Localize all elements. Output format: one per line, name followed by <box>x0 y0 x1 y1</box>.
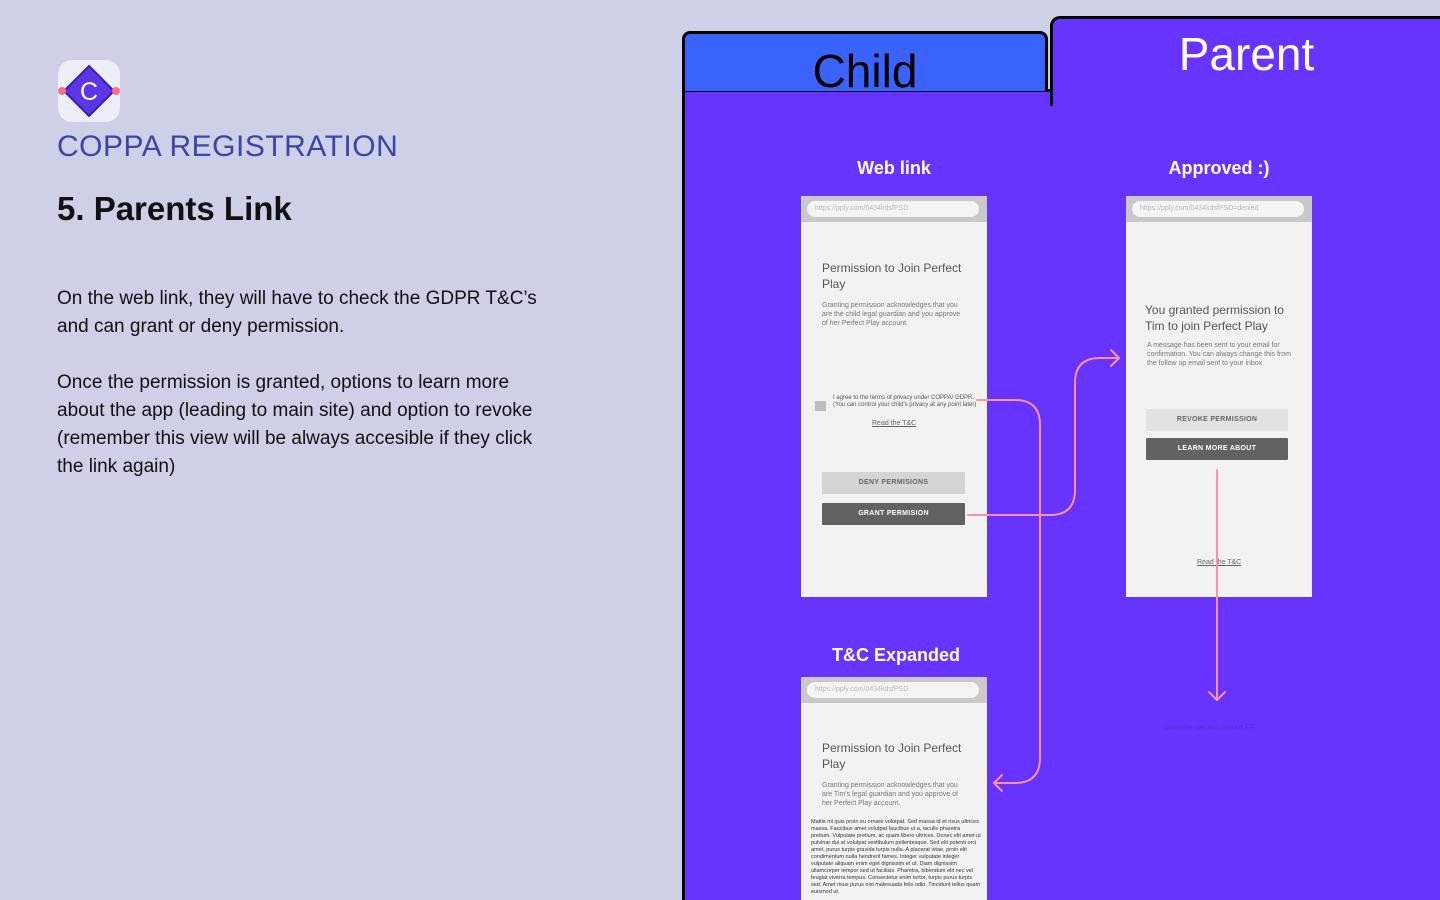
revoke-permission-button[interactable]: REVOKE PERMISSION <box>1146 409 1288 431</box>
app-logo: C <box>58 60 120 122</box>
browser-bar: https://pply.com/0434kdsfPSD=denied <box>1126 196 1312 222</box>
logo-letter: C <box>80 78 98 106</box>
weblink-subtitle: Granting permission acknowledges that yo… <box>822 302 961 327</box>
description-paragraph-2: Once the permission is granted, options … <box>57 372 533 477</box>
approved-label: Approved :) <box>1168 158 1270 178</box>
tc-body-text: Mattis mi quis proin eu ornare volutpat.… <box>811 819 981 895</box>
diamond-logo-icon: C <box>58 64 120 118</box>
agree-checkbox[interactable] <box>815 401 826 411</box>
approved-subtitle: A message has been sent to your email fo… <box>1147 342 1291 367</box>
weblink-screen: https://pply.com/0434kdsfPSD Permission … <box>801 196 987 597</box>
page-title: 5. Parents Link <box>57 190 292 227</box>
url-field[interactable]: https://pply.com/0434kdsfPSD <box>807 201 979 217</box>
parent-canvas <box>682 89 1440 900</box>
website-section-note: Website section about FP <box>1164 723 1256 732</box>
agree-text: I agree to the terms of privacy under CO… <box>833 395 977 408</box>
approved-screen: https://pply.com/0434kdsfPSD=denied You … <box>1126 196 1312 597</box>
approved-title: You granted permission to Tim to join Pe… <box>1145 303 1284 333</box>
weblink-title: Permission to Join Perfect Play <box>822 261 962 291</box>
tab-child-label: Child <box>812 45 918 97</box>
url-field[interactable]: https://pply.com/0434kdsfPSD=denied <box>1132 201 1304 217</box>
description-paragraph-1: On the web link, they will have to check… <box>57 288 537 337</box>
browser-bar: https://pply.com/0434kdsfPSD <box>801 677 987 703</box>
deny-permission-button[interactable]: DENY PERMISIONS <box>822 472 965 494</box>
read-tc-link[interactable]: Read the T&C <box>872 420 917 427</box>
tc-expanded-screen: https://pply.com/0434kdsfPSD Permission … <box>801 677 987 900</box>
url-field[interactable]: https://pply.com/0434kdsfPSD <box>807 682 979 698</box>
read-tc-link[interactable]: Read the T&C <box>1197 559 1242 566</box>
tab-parent-label: Parent <box>1178 28 1315 80</box>
tab-parent[interactable]: Parent <box>1050 16 1440 106</box>
weblink-label: Web link <box>857 158 931 178</box>
learn-more-button[interactable]: LEARN MORE ABOUT <box>1146 438 1288 460</box>
tab-child[interactable]: Child <box>682 31 1048 97</box>
tc-title: Permission to Join Perfect Play <box>822 741 962 771</box>
tc-expanded-label: T&C Expanded <box>831 645 960 665</box>
tc-subtitle: Granting permission acknowledges that yo… <box>822 782 958 807</box>
browser-bar: https://pply.com/0434kdsfPSD <box>801 196 987 222</box>
grant-permission-button[interactable]: GRANT PERMISION <box>822 503 965 525</box>
section-title: COPPA REGISTRATION <box>57 130 399 163</box>
